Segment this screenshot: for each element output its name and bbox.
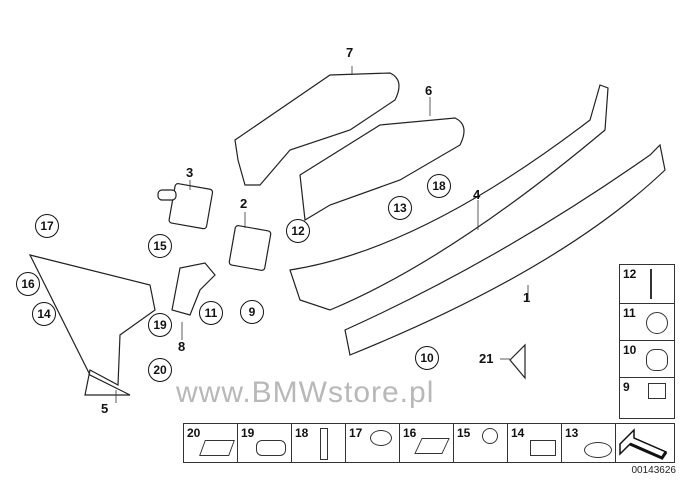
label-8: 8 (178, 339, 186, 354)
part-6-shape (299, 117, 465, 221)
callout-20: 20 (148, 358, 172, 382)
part-21-shape (509, 343, 526, 380)
callout-9: 9 (240, 300, 264, 324)
label-3: 3 (186, 165, 194, 180)
legend-right-10: 10 (619, 340, 675, 378)
legend-right-12: 12 (619, 264, 675, 304)
legend-bottom-13: 13 (561, 423, 616, 463)
watermark: www.BMWstore.pl (176, 376, 435, 409)
part-3-shape (168, 183, 214, 230)
callout-17: 17 (35, 214, 59, 238)
callout-15: 15 (148, 234, 172, 258)
document-number: 00143626 (631, 465, 677, 476)
callout-13: 13 (388, 196, 412, 220)
part-8-shape (171, 262, 216, 316)
callout-16: 16 (16, 272, 40, 296)
label-4: 4 (473, 187, 481, 202)
legend-bottom-arrow (615, 423, 675, 463)
clip-icon (530, 440, 556, 456)
legend-bottom-20: 20 (183, 423, 238, 463)
callout-10: 10 (415, 346, 439, 370)
part-2-shape (228, 225, 272, 271)
callout-11: 11 (199, 301, 223, 325)
legend-bottom-15: 15 (453, 423, 508, 463)
part-3-tube (157, 189, 177, 201)
part-7-shape (234, 72, 400, 186)
part-5-shape (28, 254, 156, 396)
hex-screw-with-washer-icon (370, 430, 392, 446)
part-1-shape (344, 143, 666, 356)
hex-bolt-icon (648, 383, 666, 399)
label-7: 7 (346, 45, 354, 60)
legend-bottom-14: 14 (507, 423, 562, 463)
callout-14: 14 (32, 302, 56, 326)
flange-nut-icon (646, 312, 668, 334)
spring-nut-icon (199, 440, 235, 456)
callout-18: 18 (427, 174, 451, 198)
expanding-rivet-icon (320, 428, 328, 460)
arrow-icon (619, 428, 668, 460)
label-2: 2 (240, 196, 248, 211)
label-5: 5 (101, 401, 109, 416)
legend-right-9: 9 (619, 377, 675, 419)
hex-collar-nut-icon (646, 349, 668, 371)
sheet-nut-icon (414, 438, 450, 454)
screw-with-washer-icon (650, 269, 662, 299)
part-4-shape (289, 84, 609, 311)
label-6: 6 (425, 83, 433, 98)
clip-nut-icon (256, 440, 286, 456)
legend-bottom-16: 16 (399, 423, 454, 463)
legend-right-11: 11 (619, 303, 675, 341)
leader-lines (115, 66, 529, 403)
legend-bottom-18: 18 (291, 423, 346, 463)
label-1: 1 (523, 290, 531, 305)
hex-nut-washer-icon (584, 442, 612, 458)
callout-12: 12 (286, 219, 310, 243)
torx-screw-icon (482, 428, 498, 444)
callout-19: 19 (148, 313, 172, 337)
legend-bottom-19: 19 (237, 423, 292, 463)
label-21: 21 (479, 351, 494, 366)
legend-bottom-17: 17 (345, 423, 400, 463)
